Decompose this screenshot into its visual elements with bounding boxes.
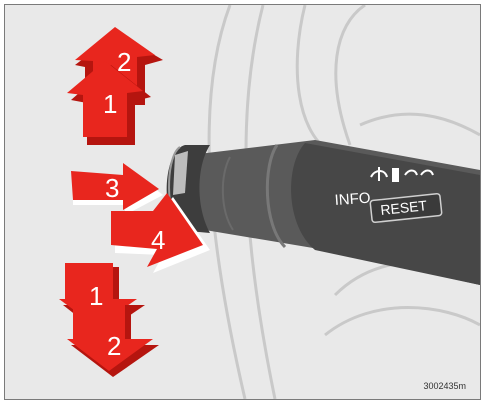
arrow-up-2-number: 2 — [117, 47, 131, 77]
arrow-up-1-number: 1 — [103, 89, 117, 119]
diagram-canvas: 2 1 3 4 1 2 INFO RESET — [5, 5, 480, 399]
image-code: 3002435m — [423, 381, 466, 391]
diagram-frame: 2 1 3 4 1 2 INFO RESET 3002435m — [4, 4, 481, 400]
arrow-right-3-number: 3 — [105, 173, 119, 203]
arrow-down-1-number: 1 — [89, 281, 103, 311]
info-label: INFO — [334, 190, 371, 209]
arrow-right-4-number: 4 — [151, 225, 165, 255]
wiper-lever — [167, 140, 480, 285]
arrow-down-2-number: 2 — [107, 331, 121, 361]
